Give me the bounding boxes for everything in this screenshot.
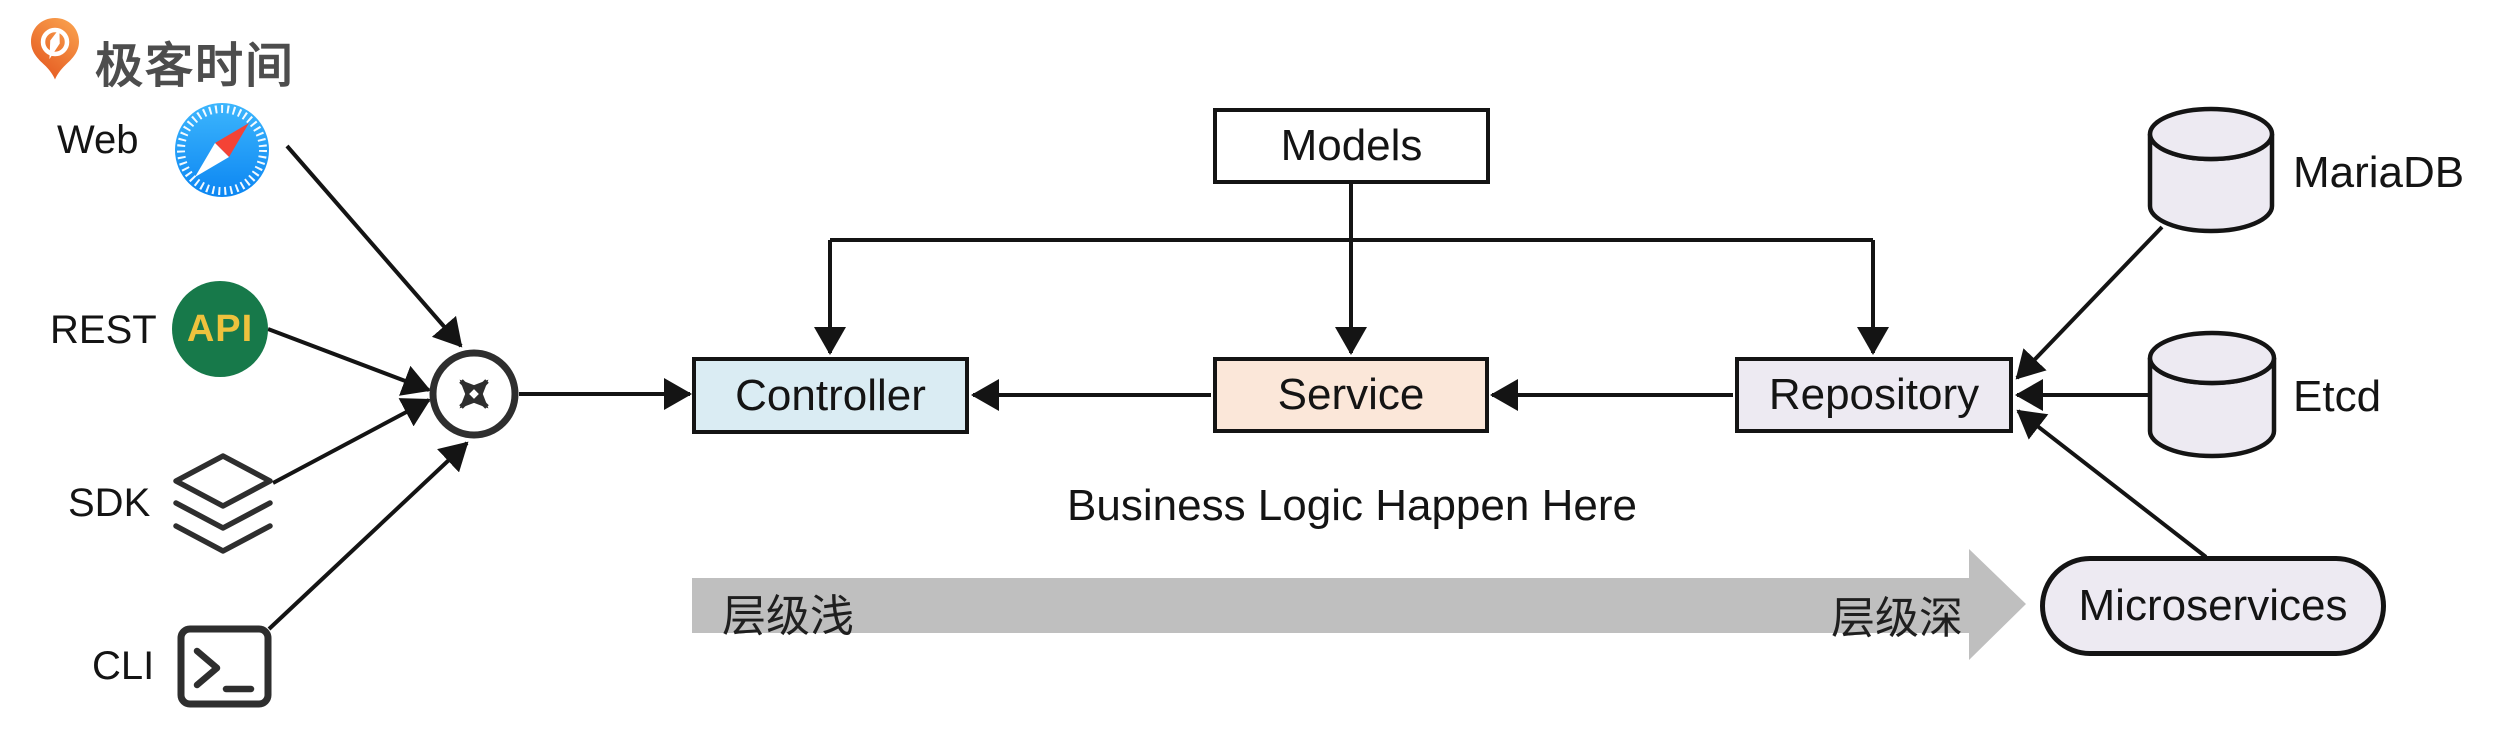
node-models-label: Models	[1280, 121, 1423, 170]
annotation-business-logic: Business Logic Happen Here	[1067, 481, 1637, 530]
node-repository: Repository	[1735, 357, 2013, 433]
node-service-label: Service	[1277, 370, 1425, 419]
client-label-sdk: SDK	[68, 481, 151, 525]
database-cylinder-etcd	[2147, 330, 2277, 459]
node-service: Service	[1213, 357, 1489, 433]
client-label-cli: CLI	[92, 644, 155, 688]
geekbang-pin-logo	[31, 18, 79, 80]
client-label-web: Web	[57, 118, 139, 162]
router-crossing-arrows-icon	[429, 349, 519, 439]
arrow-rest-to-router	[267, 327, 431, 396]
terminal-icon	[177, 625, 272, 708]
label-depth-shallow: 层级浅	[722, 592, 854, 641]
node-controller: Controller	[692, 357, 969, 434]
node-microservices-label: Microservices	[2078, 581, 2348, 630]
client-label-rest: REST	[50, 308, 157, 352]
arrow-sdk-to-router	[272, 398, 431, 485]
api-badge-icon	[172, 281, 268, 377]
arrow-mariadb-to-repository	[2015, 225, 2164, 380]
brand-logo-text: 极客时间	[95, 40, 296, 93]
node-controller-label: Controller	[735, 370, 926, 420]
arrow-web-to-router	[285, 144, 463, 348]
layers-stack-icon	[173, 453, 273, 554]
label-depth-deep: 层级深	[1831, 594, 1963, 643]
node-repository-label: Repository	[1768, 370, 1980, 419]
arrow-cli-to-router	[267, 441, 469, 631]
node-models: Models	[1213, 108, 1490, 184]
label-etcd: Etcd	[2293, 372, 2382, 421]
arrow-microservices-to-repository	[2016, 409, 2208, 559]
api-badge-text: API	[186, 308, 254, 350]
database-cylinder-mariadb	[2147, 106, 2275, 234]
safari-compass-icon	[175, 103, 269, 197]
label-mariadb: MariaDB	[2293, 148, 2465, 197]
node-microservices: Microservices	[2040, 556, 2386, 656]
depth-gradient-arrow	[692, 549, 2026, 660]
